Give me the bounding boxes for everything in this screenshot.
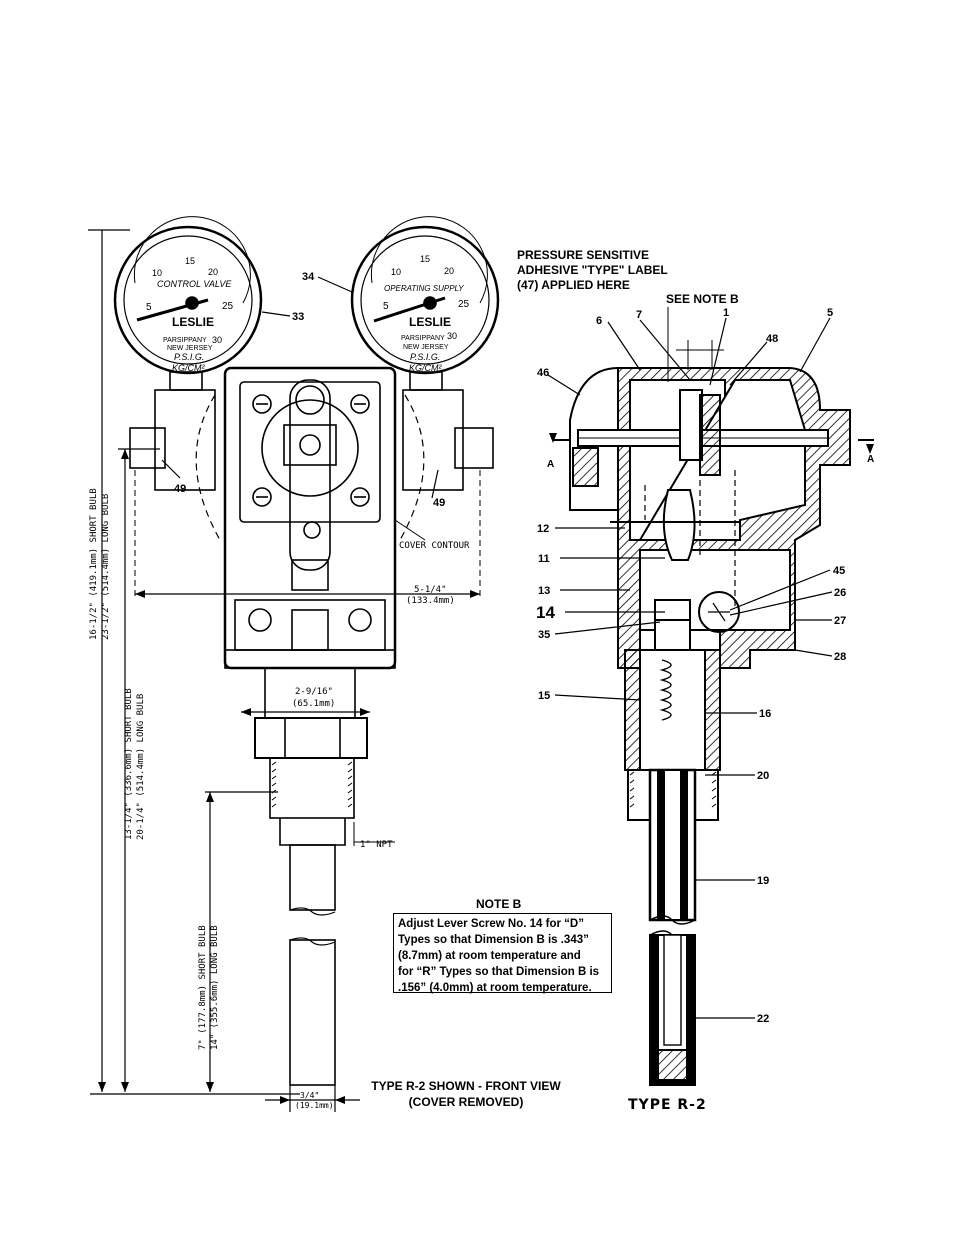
dim-body-mm: (65.1mm) — [292, 699, 335, 709]
callout-34: 34 — [302, 271, 315, 283]
callout-19: 19 — [757, 875, 769, 887]
callout-15: 15 — [538, 690, 550, 702]
callout-49-right: 49 — [433, 497, 445, 509]
section-mark-left: A — [547, 459, 554, 470]
gauge-left-scale-2: 15 — [185, 256, 195, 266]
gauge-right-title: OPERATING SUPPLY — [384, 284, 464, 293]
front-view-caption: TYPE R-2 SHOWN - FRONT VIEW (COVER REMOV… — [366, 1078, 566, 1110]
type-tag: TYPE R-2 — [628, 1097, 707, 1113]
gauge-left-title: CONTROL VALVE — [157, 279, 232, 289]
dim-bulb-short: 7" (177.8mm) SHORT BULB — [198, 925, 208, 1050]
callout-45: 45 — [833, 565, 845, 577]
callout-1: 1 — [723, 307, 729, 319]
section-leaders — [547, 317, 833, 1019]
callout-48: 48 — [766, 333, 778, 345]
gauge-left-state: NEW JERSEY — [167, 345, 213, 352]
gauge-left-scale-3: 20 — [208, 267, 218, 277]
label-line-3: (47) APPLIED HERE — [517, 278, 630, 292]
section-view — [549, 307, 874, 1086]
callout-13: 13 — [538, 585, 550, 597]
gauge-right-unit1: P.S.I.G. — [410, 352, 440, 362]
callout-14: 14 — [536, 603, 555, 622]
callout-20: 20 — [757, 770, 769, 782]
section-mark-right: A — [867, 454, 874, 465]
note-b-title: NOTE B — [476, 897, 522, 911]
label-line-2: ADHESIVE "TYPE" LABEL — [517, 263, 668, 277]
gauge-left-unit1: P.S.I.G. — [174, 352, 204, 362]
note-b-box: Adjust Lever Screw No. 14 for “D” Types … — [393, 913, 612, 994]
callout-12: 12 — [537, 523, 549, 535]
gauge-right-maker: PARSIPPANY — [401, 335, 445, 342]
gauge-right-scale-1: 10 — [391, 267, 401, 277]
callout-33: 33 — [292, 311, 304, 323]
callout-26: 26 — [834, 587, 846, 599]
note-b-line-1: Adjust Lever Screw No. 14 for “D” — [398, 918, 584, 930]
dim-mid-long: 20-1/4" (514.4mm) LONG BULB — [136, 694, 146, 840]
gauge-right-scale-3: 20 — [444, 266, 454, 276]
callout-11: 11 — [538, 553, 550, 565]
label-note: PRESSURE SENSITIVE ADHESIVE "TYPE" LABEL… — [517, 248, 668, 293]
gauge-right-state: NEW JERSEY — [403, 344, 449, 351]
callout-16: 16 — [759, 708, 771, 720]
front-view — [88, 216, 500, 1112]
gauge-left-scale-1: 10 — [152, 268, 162, 278]
gauge-left-unit2: KG/CM² — [172, 363, 206, 373]
npt-label: 1" NPT — [360, 840, 393, 850]
dim-overall-long: 23-1/2" (514.4mm) LONG BULB — [101, 494, 111, 640]
callout-28: 28 — [834, 651, 846, 663]
gauge-right-brand: LESLIE — [409, 315, 451, 329]
gauge-left-brand: LESLIE — [172, 315, 214, 329]
dim-mid-short: 13-1/4" (336.6mm) SHORT BULB — [124, 688, 134, 840]
note-b-line-2: Types so that Dimension B is .343” — [398, 934, 589, 946]
callout-46: 46 — [537, 367, 549, 379]
gauge-right-scale-4: 25 — [458, 299, 470, 310]
dim-bulb-dia: 3/4" — [300, 1091, 319, 1100]
label-line-1: PRESSURE SENSITIVE — [517, 248, 650, 262]
callout-22: 22 — [757, 1013, 769, 1025]
callout-49-left: 49 — [174, 483, 186, 495]
callout-7: 7 — [636, 309, 642, 321]
note-b-line-5: .156” (4.0mm) at room temperature. — [398, 982, 592, 994]
callout-6: 6 — [596, 315, 602, 327]
dim-bulb-long: 14" (355.6mm) LONG BULB — [210, 925, 220, 1050]
gauge-left-scale-5: 30 — [212, 335, 222, 345]
gauge-right-unit2: KG/CM² — [409, 363, 443, 373]
gauge-right-scale-5: 30 — [447, 331, 457, 341]
dim-overall-short: 16-1/2" (419.1mm) SHORT BULB — [89, 488, 99, 640]
see-note-b: SEE NOTE B — [666, 292, 739, 306]
gauge-right-scale-2: 15 — [420, 254, 430, 264]
note-b-line-3: (8.7mm) at room temperature and — [398, 950, 581, 962]
callout-27: 27 — [834, 615, 846, 627]
gauge-left-scale-0: 5 — [146, 302, 152, 313]
caption-line-1: TYPE R-2 SHOWN - FRONT VIEW — [371, 1079, 561, 1093]
front-leaders — [161, 276, 439, 499]
gauge-left-maker: PARSIPPANY — [163, 337, 207, 344]
callout-35: 35 — [538, 629, 550, 641]
dim-width: 5-1/4" — [414, 585, 447, 595]
dim-bulb-dia-mm: (19.1mm) — [295, 1101, 334, 1110]
caption-line-2: (COVER REMOVED) — [408, 1095, 524, 1109]
gauge-right-scale-0: 5 — [383, 301, 389, 312]
callout-5: 5 — [827, 307, 833, 319]
dim-body: 2-9/16" — [295, 687, 333, 697]
note-b-line-4: for “R” Types so that Dimension B is — [398, 966, 600, 978]
cover-contour-label: COVER CONTOUR — [399, 541, 470, 551]
gauge-left-scale-4: 25 — [222, 301, 234, 312]
dim-width-mm: (133.4mm) — [406, 596, 455, 606]
